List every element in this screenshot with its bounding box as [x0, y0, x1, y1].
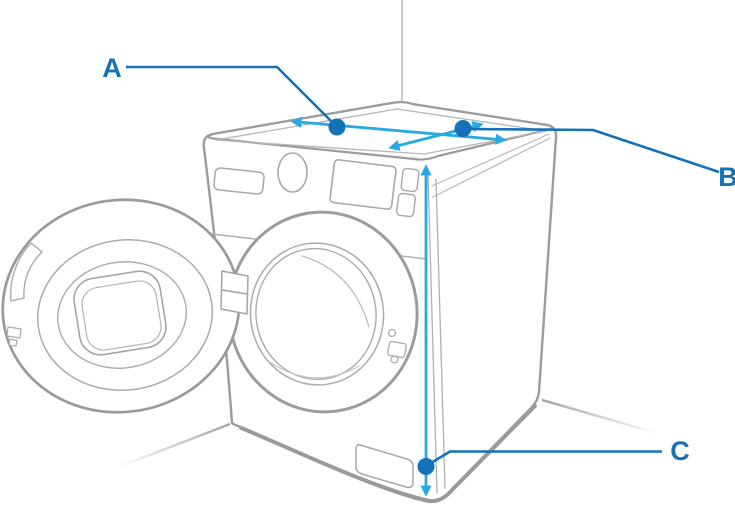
control-button-1 [400, 167, 420, 193]
anchor-dots [328, 118, 472, 475]
door-inner-ring [57, 261, 187, 369]
floor-line-left [115, 422, 231, 470]
drum-opening [249, 242, 385, 386]
door-ring [36, 238, 214, 392]
door-latch-plate [387, 340, 407, 359]
drum-inner-ring [255, 247, 377, 381]
label-a: A [102, 53, 122, 83]
drum-reflection [301, 255, 370, 328]
detergent-drawer [213, 167, 265, 195]
control-button-2 [395, 192, 417, 218]
height-anchor-dot [417, 458, 435, 475]
width-anchor-dot [328, 118, 346, 136]
control-display [329, 159, 397, 210]
label-c: C [670, 436, 690, 466]
washing-machine-illustration [202, 101, 558, 504]
label-b: B [718, 162, 735, 192]
door-latch-screw-bottom [390, 355, 399, 364]
door-window [73, 270, 167, 356]
label-leaders [126, 65, 720, 468]
door-hinge [220, 270, 249, 315]
depth-anchor-dot [454, 120, 472, 137]
door-window-inner [81, 280, 162, 351]
dimension-labels: A B C [102, 53, 735, 466]
open-door [1, 198, 249, 414]
label-b-leader [462, 127, 720, 174]
control-knob [277, 152, 308, 193]
washer-bottom-edge [239, 404, 537, 504]
door-handle-slot [9, 242, 43, 302]
bottom-filter-panel [355, 443, 414, 489]
door-clip [6, 326, 22, 347]
door-latch-screw-top [387, 328, 397, 338]
label-c-leader [425, 450, 662, 468]
room-corner-lines [115, 0, 661, 470]
label-a-leader [126, 65, 338, 128]
floor-line-right [541, 398, 661, 436]
drum-bottom-shading [270, 362, 360, 379]
side-panel-seam [431, 133, 551, 198]
